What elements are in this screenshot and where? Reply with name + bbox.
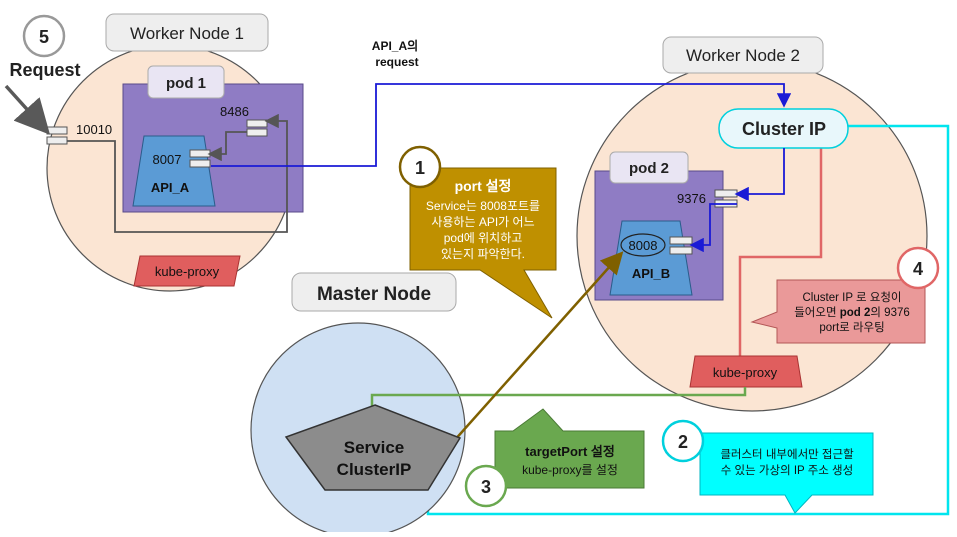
api-request-label-line2: request <box>375 55 418 69</box>
step-4-badge <box>896 246 940 290</box>
api-a-port: 8007 <box>153 152 182 167</box>
service-to-api-b-arrow <box>427 251 624 471</box>
callout-port-title: port 설정 <box>455 178 512 194</box>
callout-port-line-3: pod에 위치하고 <box>444 231 523 245</box>
api-b-label: API_B <box>632 266 670 281</box>
service-label-line2: ClusterIP <box>337 460 412 479</box>
kube-proxy-1-shape <box>133 255 241 287</box>
node-to-pod-line <box>67 113 288 233</box>
pod-1-port-label: 8486 <box>220 104 249 119</box>
callout-routing-line-2-pre: 들어오면 <box>794 306 840 319</box>
step-2-badge <box>661 419 705 463</box>
cluster-ip-label: Cluster IP <box>742 119 826 139</box>
kube-proxy-2-shape <box>689 355 803 388</box>
pod-2-label: pod 2 <box>629 160 669 177</box>
service-pentagon <box>284 404 462 491</box>
master-node-title-box <box>291 272 457 312</box>
worker-node-2-title-box <box>662 36 824 74</box>
kube-proxy-1-label: kube-proxy <box>155 264 220 279</box>
api-b-port-connector-bottom <box>669 246 693 255</box>
step-2-number: 2 <box>678 432 688 452</box>
api-b-port-connector-top <box>669 236 693 245</box>
callout-target-title: targetPort 설정 <box>525 444 615 459</box>
callout-port-shape <box>409 167 557 319</box>
pod-2-label-box <box>609 151 689 184</box>
step-5-number: 5 <box>39 27 49 47</box>
pod-to-api-b-line <box>689 203 737 253</box>
master-node-title: Master Node <box>317 284 431 305</box>
step-1-badge <box>398 145 442 189</box>
pod-1-label: pod 1 <box>166 75 206 92</box>
callout-target-shape <box>494 408 645 489</box>
callout-port-line-2: 사용하는 API가 어느 <box>431 215 534 229</box>
step-5-badge <box>22 14 66 58</box>
callout-routing-line-3: port로 라우팅 <box>819 321 884 334</box>
cluster-ip-red-line <box>738 145 823 356</box>
callout-clusterip-shape <box>699 432 874 514</box>
node-port-label: 10010 <box>76 122 112 137</box>
pod-to-api-line <box>207 131 247 162</box>
cluster-ip-to-pod-line <box>734 148 785 202</box>
callout-port-line-4: 있는지 파악한다. <box>441 247 525 261</box>
callout-target-line: kube-proxy를 설정 <box>522 463 618 477</box>
worker-node-2-title: Worker Node 2 <box>686 46 800 65</box>
pod-1-port-connector-top <box>246 119 268 128</box>
pod-2-port-connector-top <box>714 189 738 198</box>
api-b-port-oval <box>620 233 666 257</box>
callout-routing-line-2: 들어오면 pod 2의 9376 <box>794 306 910 319</box>
callout-clusterip-line-1: 클러스터 내부에서만 접근할 <box>720 448 854 461</box>
request-arrow <box>4 84 51 135</box>
api-a-port-connector-bottom <box>189 159 211 168</box>
api-a-shape <box>132 135 216 207</box>
worker-node-1-title-box <box>105 13 269 52</box>
node-port-connector-top <box>46 126 68 135</box>
callout-port-line-1: Service는 8008포트를 <box>426 199 540 213</box>
callout-routing-shape <box>750 279 926 344</box>
request-label: Request <box>9 60 80 80</box>
service-label-line1: Service <box>344 438 405 457</box>
api-request-label-line1: API_A의 <box>372 38 418 53</box>
pod-1-port-connector-bottom <box>246 128 268 137</box>
api-b-shape <box>609 220 693 296</box>
step-3-number: 3 <box>481 477 491 497</box>
pod-1-label-box <box>147 65 225 99</box>
callout-routing-line-1: Cluster IP 로 요청이 <box>803 291 902 304</box>
step-3-badge <box>464 464 508 508</box>
kube-proxy-2-label: kube-proxy <box>713 365 778 380</box>
api-a-label: API_A <box>151 180 190 195</box>
worker-node-1-title: Worker Node 1 <box>130 24 244 43</box>
callout-routing-pod-2-highlight: pod 2 <box>840 307 871 319</box>
api-a-port-connector-top <box>189 149 211 158</box>
callout-clusterip-line-2: 수 있는 가상의 IP 주소 생성 <box>721 464 853 477</box>
pod-2-port-label: 9376 <box>677 191 706 206</box>
callout-routing-line-2-post: 의 9376 <box>870 306 909 319</box>
step-4-number: 4 <box>913 259 923 279</box>
node-port-connector-bottom <box>46 136 68 145</box>
step-1-number: 1 <box>415 158 425 178</box>
api-a-request-line <box>211 83 792 167</box>
api-b-port-label: 8008 <box>629 238 658 253</box>
